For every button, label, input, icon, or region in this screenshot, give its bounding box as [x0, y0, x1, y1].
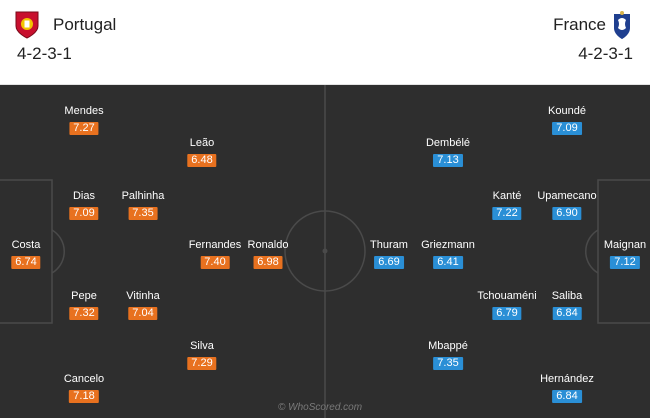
away-player-saliba[interactable]: Saliba 6.84 — [551, 290, 583, 320]
player-name: Silva — [190, 340, 214, 352]
home-player-dias[interactable]: Dias 7.09 — [69, 190, 99, 220]
player-rating-badge: 6.90 — [552, 207, 582, 220]
player-name: Costa — [11, 239, 41, 251]
away-player-thuram[interactable]: Thuram 6.69 — [370, 239, 408, 269]
away-player-griezmann[interactable]: Griezmann 6.41 — [421, 239, 475, 269]
home-player-fernandes[interactable]: Fernandes 7.40 — [188, 239, 242, 269]
away-team-name: France — [553, 15, 606, 34]
player-rating-badge: 6.79 — [492, 307, 522, 320]
away-player-mbappe[interactable]: Mbappé 7.35 — [428, 340, 468, 370]
player-rating-badge: 7.40 — [200, 256, 230, 269]
home-player-mendes[interactable]: Mendes 7.27 — [64, 105, 104, 135]
player-name: Ronaldo — [247, 239, 289, 251]
player-rating-badge: 6.84 — [552, 390, 582, 403]
player-name: Cancelo — [63, 373, 105, 385]
away-player-tchouameni[interactable]: Tchouaméni 6.79 — [477, 290, 537, 320]
home-player-leao[interactable]: Leão 6.48 — [187, 137, 217, 167]
home-formation: 4-2-3-1 — [17, 44, 72, 63]
player-name: Thuram — [370, 239, 408, 251]
player-name: Pepe — [71, 290, 97, 302]
player-name: Saliba — [551, 290, 583, 302]
player-rating-badge: 7.35 — [128, 207, 158, 220]
home-player-cancelo[interactable]: Cancelo 7.18 — [64, 373, 104, 403]
home-player-costa[interactable]: Costa 6.74 — [11, 239, 41, 269]
player-rating-badge: 7.22 — [492, 207, 522, 220]
match-header: Portugal 4-2-3-1 France 4-2-3-1 — [0, 0, 650, 85]
player-rating-badge: 7.32 — [69, 307, 99, 320]
player-rating-badge: 6.41 — [433, 256, 463, 269]
player-rating-badge: 7.09 — [552, 122, 582, 135]
away-player-dembele[interactable]: Dembélé 7.13 — [426, 137, 470, 167]
player-name: Mbappé — [428, 340, 468, 352]
player-rating-badge: 6.98 — [253, 256, 283, 269]
player-rating-badge: 6.74 — [11, 256, 41, 269]
player-rating-badge: 7.12 — [610, 256, 640, 269]
player-name: Palhinha — [121, 190, 165, 202]
player-rating-badge: 6.84 — [552, 307, 582, 320]
home-team-name: Portugal — [53, 15, 117, 34]
home-player-palhinha[interactable]: Palhinha 7.35 — [121, 190, 165, 220]
away-player-maignan[interactable]: Maignan 7.12 — [604, 239, 646, 269]
player-name: Koundé — [548, 105, 586, 117]
home-player-silva[interactable]: Silva 7.29 — [187, 340, 217, 370]
player-rating-badge: 7.29 — [187, 357, 217, 370]
player-name: Upamecano — [537, 190, 597, 202]
player-name: Leão — [189, 137, 215, 149]
player-name: Dias — [72, 190, 96, 202]
away-player-upamecano[interactable]: Upamecano 6.90 — [537, 190, 597, 220]
player-name: Kanté — [492, 190, 522, 202]
home-player-ronaldo[interactable]: Ronaldo 6.98 — [247, 239, 289, 269]
away-player-kounde[interactable]: Koundé 7.09 — [548, 105, 586, 135]
player-rating-badge: 7.27 — [69, 122, 99, 135]
away-formation: 4-2-3-1 — [578, 44, 633, 63]
player-rating-badge: 6.69 — [374, 256, 404, 269]
portugal-crest-icon — [15, 11, 39, 39]
player-name: Maignan — [603, 239, 647, 251]
watermark: © WhoScored.com — [278, 402, 363, 413]
player-name: Hernández — [540, 373, 594, 385]
player-rating-badge: 7.35 — [433, 357, 463, 370]
player-rating-badge: 6.48 — [187, 154, 217, 167]
player-name: Tchouaméni — [477, 290, 537, 302]
home-player-pepe[interactable]: Pepe 7.32 — [69, 290, 99, 320]
player-name: Vitinha — [126, 290, 160, 302]
player-name: Dembélé — [425, 137, 471, 149]
player-rating-badge: 7.09 — [69, 207, 99, 220]
player-name: Mendes — [64, 105, 104, 117]
france-crest-icon — [614, 11, 630, 39]
home-player-vitinha[interactable]: Vitinha 7.04 — [126, 290, 160, 320]
player-name: Fernandes — [188, 239, 242, 251]
player-rating-badge: 7.13 — [433, 154, 463, 167]
player-name: Griezmann — [421, 239, 475, 251]
pitch-lines — [0, 85, 650, 418]
away-player-hernandez[interactable]: Hernández 6.84 — [540, 373, 594, 403]
player-rating-badge: 7.18 — [69, 390, 99, 403]
player-rating-badge: 7.04 — [128, 307, 158, 320]
away-player-kante[interactable]: Kanté 7.22 — [492, 190, 522, 220]
